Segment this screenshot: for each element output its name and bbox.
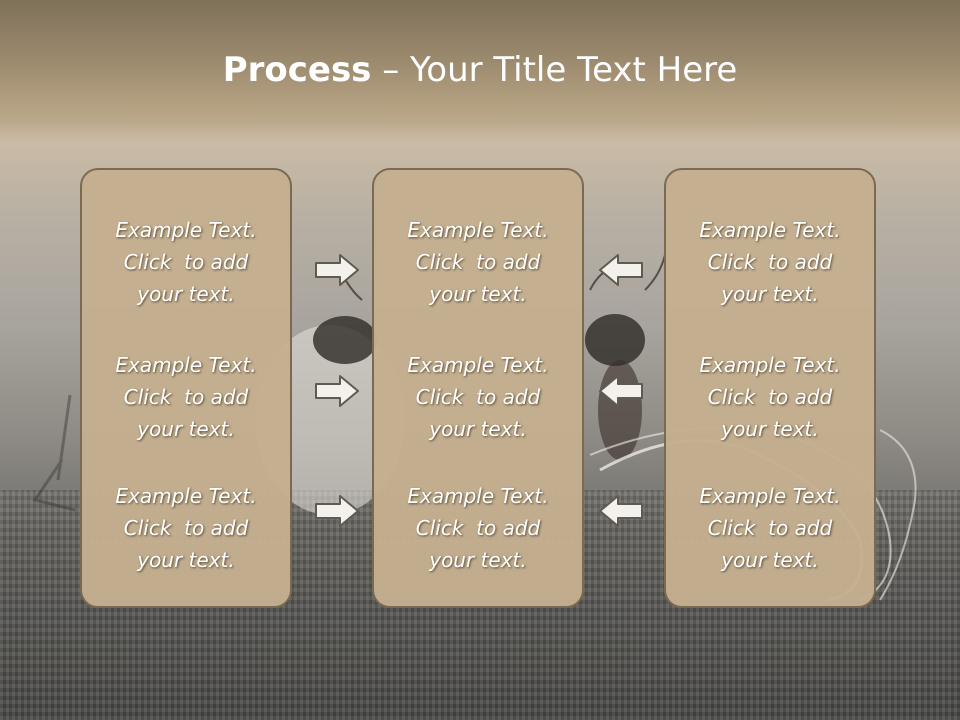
slide-title[interactable]: Process – Your Title Text Here xyxy=(0,50,960,90)
text-line: Example Text. xyxy=(699,484,841,508)
text-placeholder[interactable]: Example Text. Click to add your text. xyxy=(82,349,290,445)
text-line: Example Text. xyxy=(407,218,549,242)
text-line: Click to add xyxy=(123,250,249,274)
arrow-left-icon xyxy=(599,495,643,527)
text-placeholder[interactable]: Example Text. Click to add your text. xyxy=(374,214,582,310)
text-placeholder[interactable]: Example Text. Click to add your text. xyxy=(666,349,874,445)
text-line: your text. xyxy=(429,548,527,572)
text-placeholder[interactable]: Example Text. Click to add your text. xyxy=(82,214,290,310)
title-band xyxy=(0,0,960,135)
text-placeholder[interactable]: Example Text. Click to add your text. xyxy=(374,480,582,576)
text-placeholder[interactable]: Example Text. Click to add your text. xyxy=(666,214,874,310)
process-panel-center: Example Text. Click to add your text. Ex… xyxy=(372,168,584,608)
text-line: Example Text. xyxy=(699,218,841,242)
arrow-right-icon xyxy=(315,495,359,527)
text-line: your text. xyxy=(721,417,819,441)
text-line: Click to add xyxy=(707,250,833,274)
process-panel-left: Example Text. Click to add your text. Ex… xyxy=(80,168,292,608)
text-line: Click to add xyxy=(123,516,249,540)
text-line: your text. xyxy=(721,282,819,306)
text-placeholder[interactable]: Example Text. Click to add your text. xyxy=(374,349,582,445)
text-line: Click to add xyxy=(415,516,541,540)
text-line: your text. xyxy=(137,548,235,572)
text-line: your text. xyxy=(137,282,235,306)
title-rest: – Your Title Text Here xyxy=(371,50,738,90)
text-line: Example Text. xyxy=(115,484,257,508)
text-line: Click to add xyxy=(707,385,833,409)
text-line: your text. xyxy=(429,282,527,306)
text-placeholder[interactable]: Example Text. Click to add your text. xyxy=(666,480,874,576)
text-placeholder[interactable]: Example Text. Click to add your text. xyxy=(82,480,290,576)
text-line: your text. xyxy=(137,417,235,441)
text-line: Example Text. xyxy=(699,353,841,377)
process-panel-right: Example Text. Click to add your text. Ex… xyxy=(664,168,876,608)
text-line: Click to add xyxy=(415,250,541,274)
arrow-left-icon xyxy=(599,375,643,407)
text-line: Example Text. xyxy=(407,484,549,508)
text-line: Example Text. xyxy=(115,353,257,377)
text-line: Click to add xyxy=(415,385,541,409)
text-line: Example Text. xyxy=(115,218,257,242)
title-bold: Process xyxy=(222,50,372,90)
arrow-left-icon xyxy=(599,254,643,286)
text-line: Example Text. xyxy=(407,353,549,377)
text-line: Click to add xyxy=(123,385,249,409)
arrow-right-icon xyxy=(315,375,359,407)
arrow-right-icon xyxy=(315,254,359,286)
text-line: Click to add xyxy=(707,516,833,540)
text-line: your text. xyxy=(429,417,527,441)
text-line: your text. xyxy=(721,548,819,572)
